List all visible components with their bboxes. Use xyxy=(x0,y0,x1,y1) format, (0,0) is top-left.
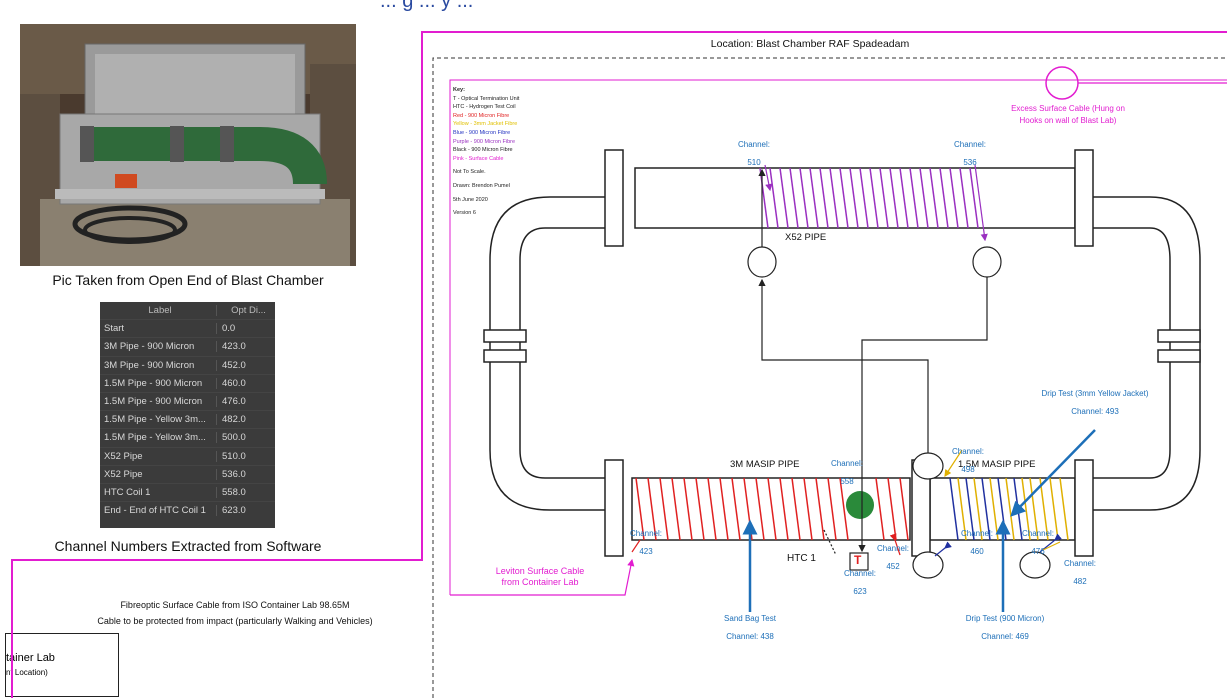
excess-cable-coil xyxy=(1046,67,1078,99)
htc-coil xyxy=(846,491,874,519)
key-date: 5th June 2020 xyxy=(453,196,519,205)
channel-label-476: Channel:476 xyxy=(1018,525,1058,561)
channel-word: Channel: xyxy=(1060,555,1100,573)
channel-value: 482 xyxy=(1060,573,1100,591)
leviton-line2: from Container Lab xyxy=(470,577,610,588)
channel-word: Channel: xyxy=(950,136,990,154)
channel-word: Channel: xyxy=(840,565,880,583)
drip-900-label: Drip Test (900 Micron)Channel: 469 xyxy=(940,610,1070,646)
key-version: Version 6 xyxy=(453,209,519,218)
channel-word: Channel: xyxy=(873,540,913,558)
channel-word: Channel: xyxy=(827,455,867,473)
key-line: Black - 900 Micron Fibre xyxy=(453,146,519,155)
sand-bag-line1: Sand Bag Test xyxy=(690,610,810,628)
key-scale: Not To Scale. xyxy=(453,168,519,177)
channel-word: Channel: xyxy=(1018,525,1058,543)
key-line: T - Optical Termination Unit xyxy=(453,95,519,104)
channel-label-510: Channel:510 xyxy=(734,136,774,172)
channel-value: 623 xyxy=(840,583,880,601)
drip-900-line2: Channel: 469 xyxy=(940,628,1070,646)
surface-cable-route xyxy=(12,32,1227,698)
key-line: Yellow - 3mm Jacket Fibre xyxy=(453,120,519,129)
channel-label-423: Channel:423 xyxy=(626,525,666,561)
blast-chamber-boundary xyxy=(433,58,1227,698)
inner-magenta-boundary xyxy=(450,80,1227,595)
channel-label-536: Channel:536 xyxy=(950,136,990,172)
channel-value: 498 xyxy=(948,461,988,479)
key-line: Pink - Surface Cable xyxy=(453,155,519,164)
channel-word: Channel: xyxy=(957,525,997,543)
channel-value: 558 xyxy=(827,473,867,491)
channel-value: 423 xyxy=(626,543,666,561)
channel-word: Channel: xyxy=(626,525,666,543)
drip-900-line1: Drip Test (900 Micron) xyxy=(940,610,1070,628)
key-line: Blue - 900 Micron Fibre xyxy=(453,129,519,138)
key-drawn: Drawn: Brendon Pumel xyxy=(453,182,519,191)
channel-value: 510 xyxy=(734,154,774,172)
channel-value: 460 xyxy=(957,543,997,561)
channel-value: 476 xyxy=(1018,543,1058,561)
channel-word: Channel: xyxy=(734,136,774,154)
leviton-line1: Leviton Surface Cable xyxy=(470,566,610,577)
channel-label-460: Channel:460 xyxy=(957,525,997,561)
sand-bag-label: Sand Bag TestChannel: 438 xyxy=(690,610,810,646)
drip-yellow-line1: Drip Test (3mm Yellow Jacket) xyxy=(1020,385,1170,403)
key-title: Key: xyxy=(453,86,519,95)
x52-pipe-label: X52 PIPE xyxy=(785,232,826,243)
drip-yellow-label: Drip Test (3mm Yellow Jacket)Channel: 49… xyxy=(1020,385,1170,421)
excess-cable-line1: Excess Surface Cable (Hung on xyxy=(978,103,1158,115)
location-label: Location: Blast Chamber RAF Spadeadam xyxy=(600,38,1020,50)
key-line: Purple - 900 Micron Fibre xyxy=(453,138,519,147)
key-line: Red - 900 Micron Fibre xyxy=(453,112,519,121)
drip-yellow-line2: Channel: 493 xyxy=(1020,403,1170,421)
htc-label: HTC 1 xyxy=(787,553,816,564)
channel-label-482: Channel:482 xyxy=(1060,555,1100,591)
channel-label-498: Channel:498 xyxy=(948,443,988,479)
channel-value: 536 xyxy=(950,154,990,172)
channel-label-623: Channel:623 xyxy=(840,565,880,601)
channel-word: Channel: xyxy=(948,443,988,461)
leviton-label: Leviton Surface Cable from Container Lab xyxy=(470,566,610,588)
masip3-pipe-label: 3M MASIP PIPE xyxy=(730,459,800,470)
key-line: HTC - Hydrogen Test Coil xyxy=(453,103,519,112)
excess-cable-label: Excess Surface Cable (Hung on Hooks on w… xyxy=(978,103,1158,127)
sand-bag-line2: Channel: 438 xyxy=(690,628,810,646)
termination-symbol: T xyxy=(854,553,861,567)
x52-coils xyxy=(760,168,978,228)
excess-cable-line2: Hooks on wall of Blast Lab) xyxy=(978,115,1158,127)
diagram-key: Key: T - Optical Termination Unit HTC - … xyxy=(453,86,519,218)
channel-label-558: Channel:558 xyxy=(827,455,867,491)
